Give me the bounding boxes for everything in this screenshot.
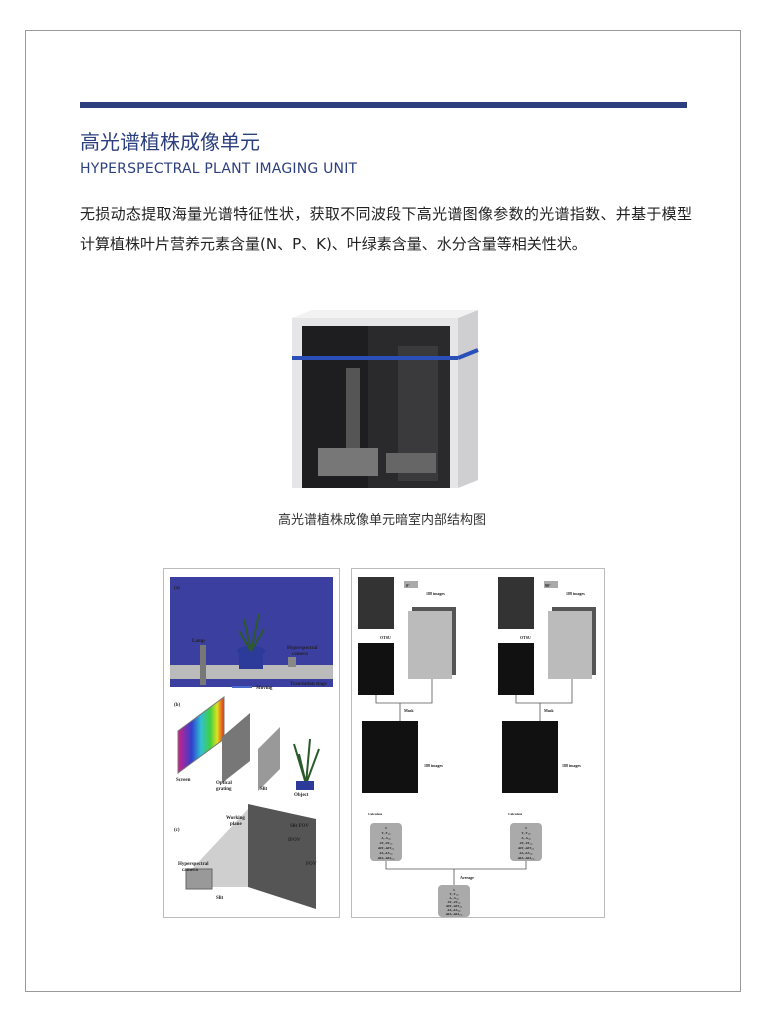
figure-label: FOV — [306, 862, 317, 867]
figure-label: Object — [294, 793, 309, 798]
figure-label: ddA₁-ddA₁₈₈ — [518, 856, 535, 860]
figure-label: Lamp — [192, 639, 205, 644]
figure-label: ddT₁-ddT₁₈₈ — [378, 846, 394, 850]
figure-label: Slit — [216, 896, 224, 901]
figure-label: grating — [216, 787, 232, 792]
description-text: 无损动态提取海量光谱特征性状，获取不同波段下高光谱图像参数的光谱指数、并基于模型… — [80, 205, 692, 253]
figure-label: 90° — [545, 583, 551, 588]
figure-label: dA₁-dA₁₈₈ — [379, 851, 392, 855]
page-frame — [25, 30, 741, 992]
figure-label: Calculate — [508, 812, 523, 816]
figure-label: dA₁-dA₁₈₈ — [519, 851, 532, 855]
figure-label: T₁-T₁₈₈ — [449, 892, 458, 896]
figure-label: Slit FOV — [290, 824, 309, 829]
figure-label: Average — [460, 875, 474, 880]
figure-label: ddA₁-ddA₁₈₈ — [446, 912, 463, 916]
figure-label: Mask — [544, 708, 554, 713]
figure-label: OTSU — [380, 635, 391, 640]
figure-label: ddT₁-ddT₁₈₈ — [518, 846, 534, 850]
figure-label: (a) — [174, 586, 180, 591]
figure-label: ddA₁-ddA₁₈₈ — [378, 856, 395, 860]
figure-label: S — [385, 826, 387, 830]
figure-label: 188 images — [566, 591, 585, 596]
figure-label: Calculate — [368, 812, 383, 816]
figure-label: dA₁-dA₁₈₈ — [447, 908, 460, 912]
page-subtitle: HYPERSPECTRAL PLANT IMAGING UNIT — [80, 161, 358, 177]
figure-label: 0° — [406, 583, 410, 588]
figure-label: camera — [292, 652, 308, 657]
figure-label: Optical — [216, 781, 232, 786]
figure-label: OTSU — [520, 635, 531, 640]
figure-label: Translation stage — [290, 682, 327, 687]
figure-label: dT₁-dT₁₈₈ — [448, 900, 461, 904]
figure-label: (c) — [174, 828, 180, 833]
figure-label: (b) — [174, 703, 180, 708]
figure-label: dT₁-dT₁₈₈ — [520, 841, 533, 845]
figure-label: dT₁-dT₁₈₈ — [380, 841, 393, 845]
figure-label: 188 images — [426, 591, 445, 596]
figure-label: 188 images — [424, 763, 443, 768]
figure-label: ddT₁-ddT₁₈₈ — [446, 904, 462, 908]
header-accent-bar — [80, 102, 687, 108]
figure-label: A₁-A₁₈₈ — [449, 896, 459, 900]
figure-label: Hyperspectral — [287, 646, 318, 651]
figure-label: Moving — [256, 686, 273, 691]
page-title: 高光谱植株成像单元 — [80, 130, 260, 154]
figure-label: T₁-T₁₈₈ — [521, 831, 530, 835]
dark-room-chamber-image — [292, 310, 479, 488]
figure-label: S — [453, 888, 455, 892]
figure-label: A₁-A₁₈₈ — [381, 836, 391, 840]
figure-label: Mask — [404, 708, 414, 713]
figure-label: T₁-T₁₈₈ — [381, 831, 390, 835]
figure-label: camera — [182, 868, 198, 873]
figure-label: Working — [226, 816, 245, 821]
chamber-caption: 高光谱植株成像单元暗室内部结构图 — [277, 513, 486, 528]
hyperspectral-principle-figure: (a) Lamp Hyperspectral camera Moving Tra… — [163, 568, 340, 918]
figure-label: Screen — [176, 778, 191, 783]
figure-label: IFOV — [288, 838, 301, 843]
figure-label: S — [525, 826, 527, 830]
image-processing-flowchart: 0° 90° 188 images 188 images OTSU OTSU M… — [351, 568, 605, 918]
figure-label: 188 images — [562, 763, 581, 768]
figure-label: Slit — [260, 787, 268, 792]
figure-label: plane — [230, 822, 242, 827]
figure-label: Hyperspectral — [178, 862, 209, 867]
figure-label: A₁-A₁₈₈ — [521, 836, 531, 840]
